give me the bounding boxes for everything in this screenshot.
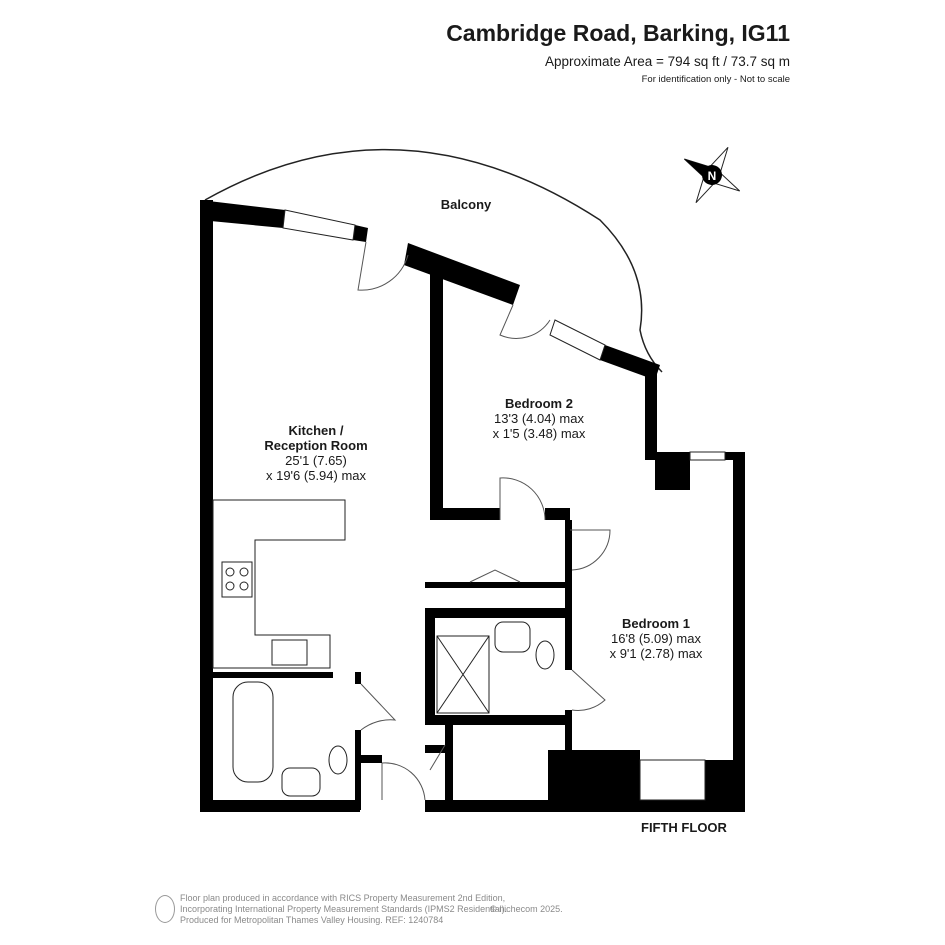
person-icon [155,895,175,923]
ensuite-basin-icon [494,621,531,653]
doors [357,241,611,801]
bedroom2-dim2: x 1'5 (3.48) max [493,426,586,441]
bath-icon [232,681,274,783]
windows [282,209,726,801]
balcony-outline [204,148,663,373]
compass-icon [683,146,741,204]
copyright: © nichecom 2025. [490,904,563,914]
bedroom1-label: Bedroom 1 [622,616,690,631]
bedroom2-dim1: 13'3 (4.04) max [494,411,584,426]
footer-text: Floor plan produced in accordance with R… [180,893,507,926]
hob-icon [221,561,253,598]
scale-note: For identification only - Not to scale [641,74,790,85]
kitchen-dim1: 25'1 (7.65) [285,453,347,468]
kitchen-dim2: x 19'6 (5.94) max [266,468,367,483]
toilet-icon [328,745,348,775]
bedroom2-label: Bedroom 2 [505,396,573,411]
approximate-area: Approximate Area = 794 sq ft / 73.7 sq m [544,54,790,69]
property-title: Cambridge Road, Barking, IG11 [446,20,790,46]
footer-line3: Produced for Metropolitan Thames Valley … [180,915,444,925]
ensuite-toilet-icon [535,640,555,670]
compass-north-letter: N [708,169,717,183]
walls [200,200,745,812]
footer-line2: Incorporating International Property Mea… [180,904,508,914]
kitchen-label-line1: Kitchen / [289,423,344,438]
footer-line1: Floor plan produced in accordance with R… [180,893,506,903]
kitchen-counter [212,499,346,669]
kitchen-sink-icon [271,639,308,666]
bedroom1-dim2: x 9'1 (2.78) max [610,646,703,661]
floor-label: FIFTH FLOOR [641,820,727,835]
shower-icon [436,635,490,714]
balcony-label: Balcony [441,197,492,212]
bedroom1-dim1: 16'8 (5.09) max [611,631,701,646]
kitchen-label-line2: Reception Room [264,438,367,453]
basin-icon [281,767,321,797]
shower-tray-line [436,635,490,714]
